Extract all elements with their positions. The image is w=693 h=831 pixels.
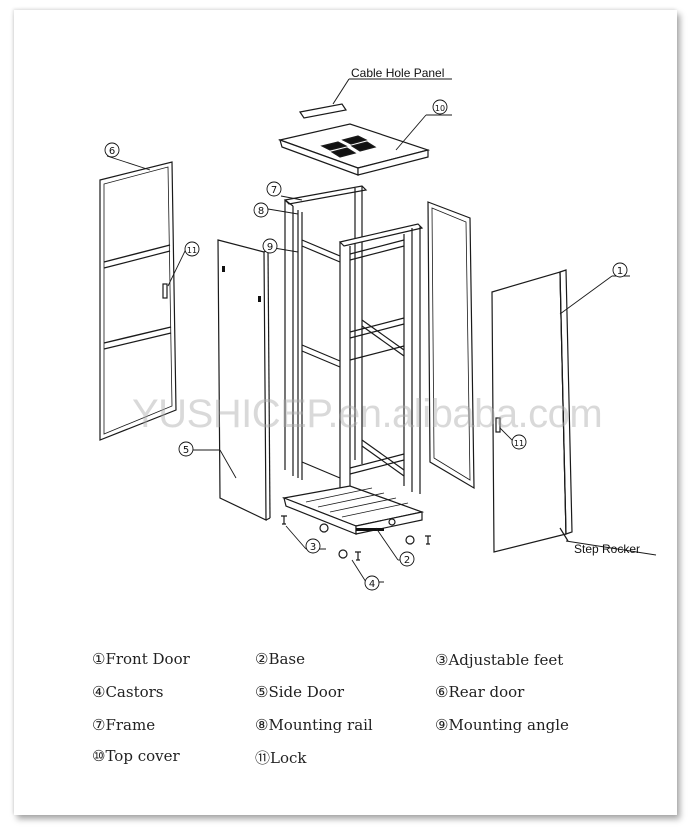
svg-text:11: 11 xyxy=(187,246,197,255)
svg-text:2: 2 xyxy=(404,555,410,566)
legend-item-top-cover: ⑩Top cover xyxy=(92,747,180,765)
svg-text:1: 1 xyxy=(617,266,623,277)
svg-text:9: 9 xyxy=(267,242,273,253)
legend-label: Castors xyxy=(105,683,164,701)
legend-label: Adjustable feet xyxy=(448,651,564,669)
cabinet-exploded-diagram: 6 10 7 8 9 11 xyxy=(99,78,657,591)
svg-text:10: 10 xyxy=(435,104,445,113)
legend-item-castors: ④Castors xyxy=(92,683,164,701)
num-6-rear-door: 6 xyxy=(104,142,120,158)
svg-text:4: 4 xyxy=(369,579,375,590)
svg-text:7: 7 xyxy=(271,185,277,196)
legend-label: Mounting rail xyxy=(268,716,373,734)
legend-label: Mounting angle xyxy=(448,716,569,734)
diagram-frame: 6 10 7 8 9 11 xyxy=(14,10,677,815)
legend-label: Front Door xyxy=(105,650,190,668)
frame-part xyxy=(283,185,424,513)
legend-item-side-door: ⑤Side Door xyxy=(255,683,344,701)
legend-num: ⑧ xyxy=(255,716,269,734)
svg-text:11: 11 xyxy=(514,439,524,448)
cable-hole-panel-label: Cable Hole Panel xyxy=(351,66,445,80)
num-5-side-door: 5 xyxy=(178,441,194,457)
num-4-castors: 4 xyxy=(364,575,380,591)
num-11-lock-front: 11 xyxy=(511,434,527,450)
top-cover-part xyxy=(277,123,431,176)
legend-label: Frame xyxy=(105,716,156,734)
num-9-mounting-angle: 9 xyxy=(262,238,278,254)
num-7-frame: 7 xyxy=(266,181,282,197)
svg-text:8: 8 xyxy=(258,206,264,217)
legend-num: ① xyxy=(92,650,106,668)
num-1-front-door: 1 xyxy=(612,262,628,278)
legend-num: ② xyxy=(255,650,269,668)
legend-num: ⑪ xyxy=(255,749,271,767)
legend-item-lock: ⑪Lock xyxy=(255,747,307,768)
base-part xyxy=(281,485,425,535)
legend-num: ⑩ xyxy=(92,747,106,765)
svg-text:3: 3 xyxy=(310,542,316,553)
legend-item-mounting-angle: ⑨Mounting angle xyxy=(435,716,569,734)
right-side-panel xyxy=(427,201,475,490)
legend-num: ③ xyxy=(435,651,449,669)
legend-num: ⑤ xyxy=(255,683,269,701)
step-rocker-label: Step Rocker xyxy=(574,542,641,556)
legend-item-frame: ⑦Frame xyxy=(92,716,155,734)
num-10-top-cover: 10 xyxy=(432,99,448,115)
legend-label: Top cover xyxy=(105,747,180,765)
rear-door-part xyxy=(99,161,177,441)
svg-text:6: 6 xyxy=(109,146,115,157)
legend-num: ⑦ xyxy=(92,716,106,734)
legend-item-adjustable-feet: ③Adjustable feet xyxy=(435,651,563,669)
legend-num: ④ xyxy=(92,683,106,701)
feet-and-castors xyxy=(281,515,431,561)
legend-label: Side Door xyxy=(268,683,345,701)
legend-num: ⑥ xyxy=(435,683,449,701)
num-8-mounting-rail: 8 xyxy=(253,202,269,218)
legend-item-mounting-rail: ⑧Mounting rail xyxy=(255,716,373,734)
watermark: YUSHICEP.en.alibaba.com xyxy=(132,392,603,436)
front-door-part xyxy=(491,269,657,556)
side-door-part xyxy=(217,239,271,521)
num-2-base: 2 xyxy=(399,551,415,567)
legend-item-rear-door: ⑥Rear door xyxy=(435,683,524,701)
legend-label: Base xyxy=(268,650,305,668)
legend-label: Lock xyxy=(270,749,307,767)
legend-label: Rear door xyxy=(448,683,525,701)
legend-item-front-door: ①Front Door xyxy=(92,650,190,668)
legend-num: ⑨ xyxy=(435,716,449,734)
legend-item-base: ②Base xyxy=(255,650,305,668)
part-number-circles: 6 10 7 8 9 11 xyxy=(104,99,628,591)
svg-text:5: 5 xyxy=(183,445,189,456)
num-11-lock-rear: 11 xyxy=(184,241,200,257)
cable-hole-panel-part xyxy=(298,78,452,119)
num-3-adjustable-feet: 3 xyxy=(305,538,321,554)
